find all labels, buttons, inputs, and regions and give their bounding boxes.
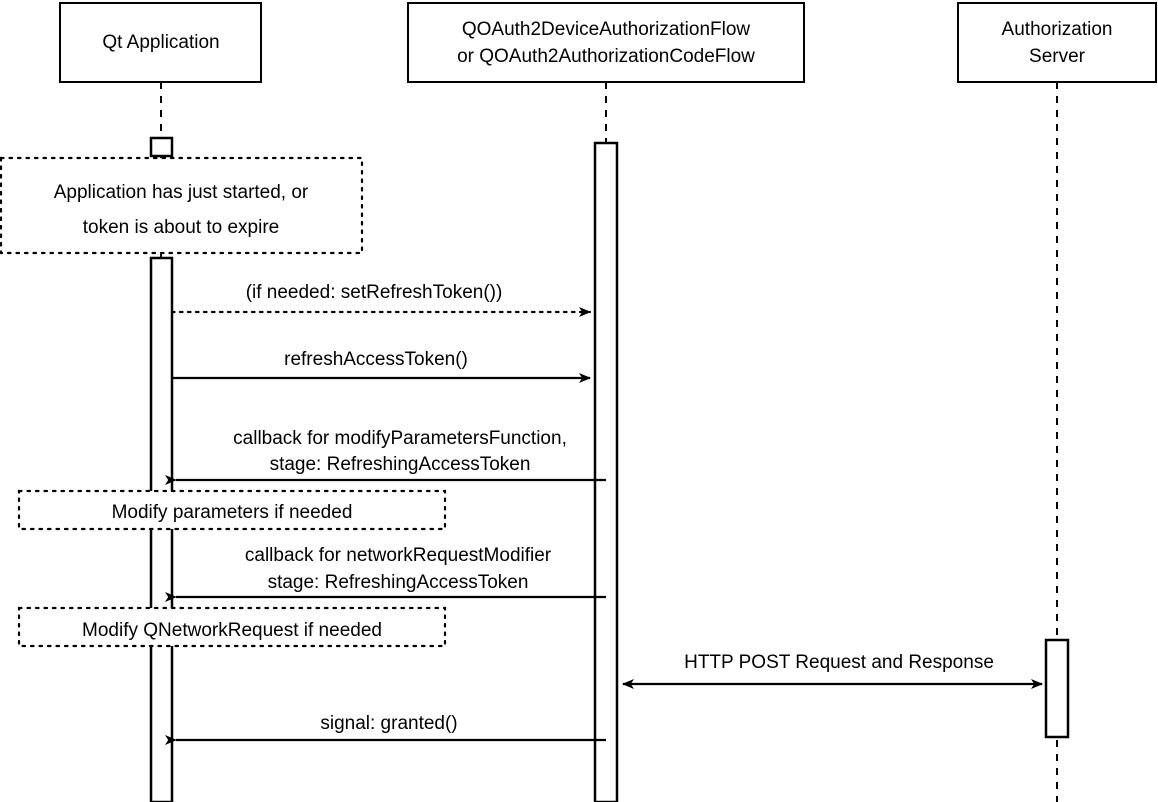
- msg-refresh-access-token: refreshAccessToken(): [172, 349, 591, 383]
- participant-app[interactable]: Qt Application: [59, 2, 262, 83]
- msg-callback-network-request-modifier: callback for networkRequestModifier stag…: [165, 545, 606, 602]
- note-box-start: [0, 156, 364, 255]
- participant-box-flow: [407, 2, 805, 83]
- note-start: Application has just started, or token i…: [0, 156, 364, 255]
- msg-set-refresh-token: (if needed: setRefreshToken()): [170, 282, 592, 317]
- participant-server[interactable]: Authorization Server: [957, 2, 1157, 83]
- msg-callback-modify-params-line2: stage: RefreshingAccessToken: [270, 454, 531, 475]
- note-modify-request-label: Modify QNetworkRequest if needed: [82, 620, 382, 641]
- participant-label-server-line2: Server: [1029, 46, 1086, 67]
- note-modify-params-label: Modify parameters if needed: [112, 502, 353, 523]
- activation-app-stub: [149, 136, 174, 158]
- participant-label-app: Qt Application: [102, 32, 219, 53]
- msg-signal-granted: signal: granted(): [165, 713, 606, 745]
- msg-callback-network-request-modifier-line1: callback for networkRequestModifier: [245, 545, 552, 566]
- activation-server-main: [1044, 638, 1070, 739]
- participant-flow[interactable]: QOAuth2DeviceAuthorizationFlow or QOAuth…: [407, 2, 805, 83]
- note-start-line1: Application has just started, or: [54, 182, 309, 203]
- note-modify-params: Modify parameters if needed: [17, 489, 447, 531]
- msg-callback-modify-params-line1: callback for modifyParametersFunction,: [233, 428, 567, 449]
- note-box-modify-request: [17, 606, 447, 648]
- participant-box-server: [957, 2, 1157, 83]
- msg-callback-network-request-modifier-line2: stage: RefreshingAccessToken: [268, 572, 529, 593]
- participant-label-flow-line1: QOAuth2DeviceAuthorizationFlow: [462, 19, 751, 40]
- msg-refresh-access-token-label: refreshAccessToken(): [284, 349, 468, 370]
- msg-http-post-label: HTTP POST Request and Response: [684, 652, 994, 673]
- participant-label-server-line1: Authorization: [1002, 19, 1113, 40]
- note-box-modify-params: [17, 489, 447, 531]
- activation-flow-main: [593, 141, 619, 802]
- participant-box-app: [59, 2, 262, 83]
- participant-label-flow-line2: or QOAuth2AuthorizationCodeFlow: [457, 46, 755, 67]
- msg-set-refresh-token-label: (if needed: setRefreshToken()): [246, 282, 503, 303]
- note-modify-request: Modify QNetworkRequest if needed: [17, 606, 447, 648]
- note-start-line2: token is about to expire: [83, 217, 279, 238]
- msg-http-post: HTTP POST Request and Response: [622, 652, 1043, 689]
- msg-callback-modify-params: callback for modifyParametersFunction, s…: [165, 428, 606, 485]
- msg-signal-granted-label: signal: granted(): [320, 713, 457, 734]
